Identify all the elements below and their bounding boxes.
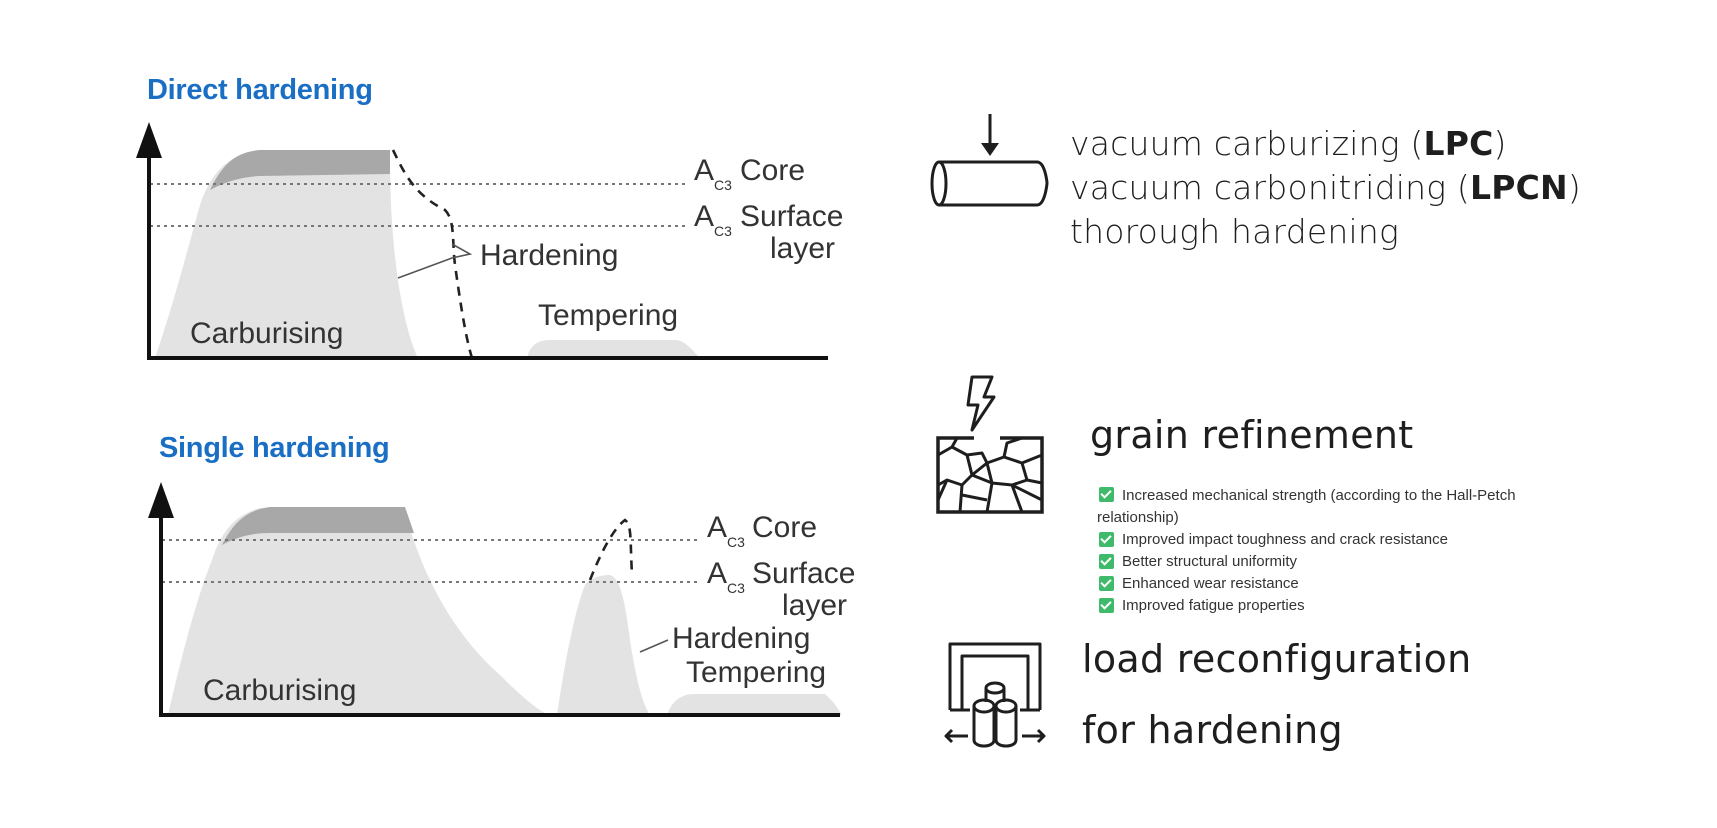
ac3-surface-label: Surface	[740, 200, 843, 233]
benefits-list: Increased mechanical strength (according…	[1097, 484, 1527, 617]
hardening-dashed-curve	[391, 149, 474, 359]
ac3-surface-label: Surface	[752, 557, 855, 590]
hardening-label: Hardening	[672, 622, 810, 655]
ac3-surface-sub: C3	[714, 223, 732, 239]
tempering-label: Tempering	[538, 299, 678, 332]
process-line: thorough hardening	[1070, 212, 1399, 251]
carbon-surface-band	[210, 150, 390, 190]
single-hardening-title: Single hardening	[159, 432, 390, 464]
check-icon	[1099, 598, 1114, 613]
hardening-pointer	[397, 243, 473, 279]
grain-refinement-title: grain refinement	[1090, 413, 1414, 457]
tempering-area	[527, 340, 700, 358]
furnace-load-icon	[944, 642, 1046, 748]
benefit-item: Improved impact toughness and crack resi…	[1097, 529, 1527, 551]
ac3-surface-A: A	[694, 200, 714, 233]
hardening-label: Hardening	[480, 239, 618, 272]
ac3-core-A: A	[694, 154, 714, 187]
benefit-item: Increased mechanical strength (according…	[1097, 487, 1516, 526]
process-line: vacuum carburizing (LPC)	[1070, 124, 1507, 163]
ac3-core-label: Core	[740, 154, 805, 187]
y-axis-arrow	[136, 122, 162, 158]
y-axis-arrow	[148, 482, 174, 518]
benefit-item: Better structural uniformity	[1097, 551, 1527, 573]
process-list: vacuum carburizing (LPC) vacuum carbonit…	[1070, 122, 1581, 254]
carburising-area	[168, 508, 548, 715]
ac3-surface-label-2: layer	[782, 589, 847, 622]
ac3-core-A: A	[707, 511, 727, 544]
direct-hardening-title: Direct hardening	[147, 74, 373, 106]
process-line: vacuum carbonitriding (LPCN)	[1070, 168, 1581, 207]
ac3-surface-A: A	[707, 557, 727, 590]
cylinder-load-arrow-icon	[930, 114, 1049, 207]
ac3-core-sub: C3	[727, 534, 745, 550]
carbon-surface-band	[222, 507, 414, 545]
tempering-area	[667, 694, 842, 715]
hardening-dashed-curve	[588, 518, 634, 581]
load-reconfiguration-line2: for hardening	[1082, 708, 1343, 752]
lightning-grain-structure-icon	[936, 375, 1044, 514]
direct-hardening-diagram: A C3 Core A C3 Surface layer Hardening T…	[136, 122, 843, 360]
tempering-label: Tempering	[686, 656, 826, 689]
check-icon	[1099, 532, 1114, 547]
check-icon	[1099, 576, 1114, 591]
ac3-surface-sub: C3	[727, 580, 745, 596]
benefit-item: Improved fatigue properties	[1097, 595, 1527, 617]
ac3-surface-label-2: layer	[770, 232, 835, 265]
carburising-area	[155, 153, 418, 358]
single-hardening-diagram: A C3 Core A C3 Surface layer Hardening T…	[148, 482, 855, 717]
carburising-label: Carburising	[190, 317, 343, 350]
benefit-item: Enhanced wear resistance	[1097, 573, 1527, 595]
check-icon	[1099, 554, 1114, 569]
ac3-core-sub: C3	[714, 177, 732, 193]
hardening-area	[557, 575, 650, 715]
hardening-pointer	[639, 639, 669, 653]
check-icon	[1099, 487, 1114, 502]
ac3-core-label: Core	[752, 511, 817, 544]
load-reconfiguration-line1: load reconfiguration	[1082, 637, 1472, 681]
carburising-label: Carburising	[203, 674, 356, 707]
